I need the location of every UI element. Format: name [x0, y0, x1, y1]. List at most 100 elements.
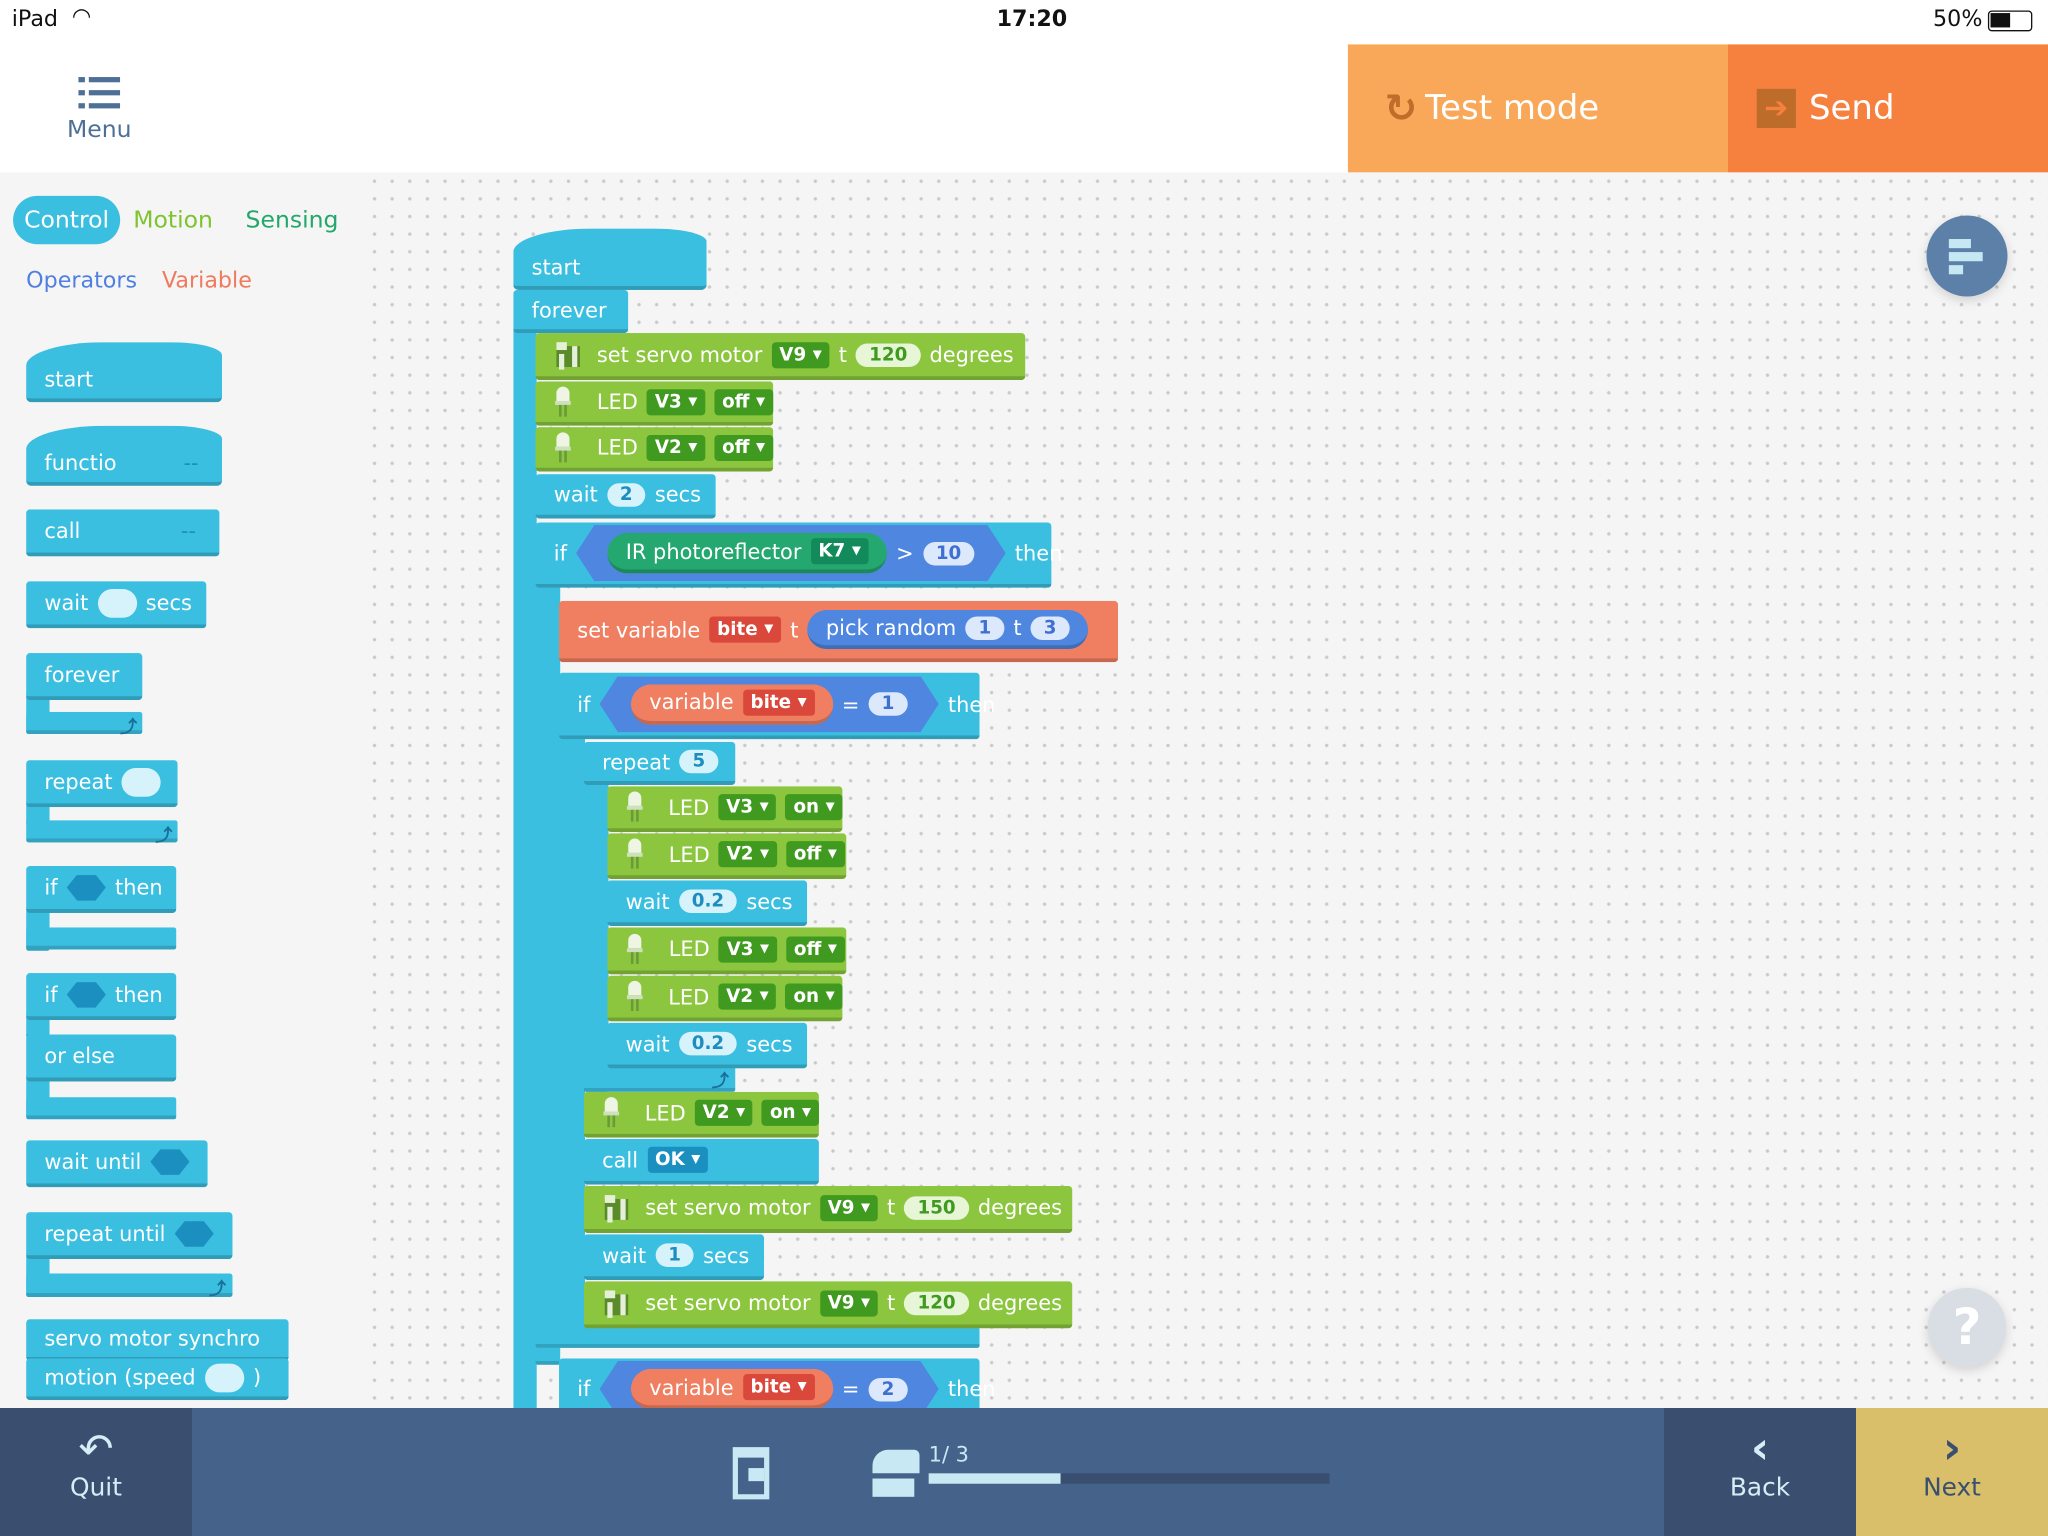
block-label: t [887, 1290, 896, 1316]
dropdown[interactable]: V3▼ [718, 794, 777, 821]
number-input[interactable]: 0.2 [678, 889, 738, 913]
dropdown[interactable]: bite▼ [743, 1374, 815, 1400]
menu-button[interactable]: Menu [52, 76, 146, 144]
dropdown[interactable]: V2▼ [718, 983, 777, 1010]
dropdown[interactable]: V2▼ [718, 841, 777, 868]
script-block[interactable]: forever [513, 289, 629, 334]
help-button[interactable]: ? [1927, 1287, 2007, 1367]
dropdown[interactable]: bite▼ [743, 689, 815, 715]
number-input[interactable]: 2 [869, 1377, 908, 1401]
dropdown[interactable]: V3▼ [718, 935, 777, 962]
category-operators[interactable]: Operators [26, 267, 138, 294]
boolean-slot[interactable] [174, 1220, 214, 1247]
quit-button[interactable]: ↶ Quit [0, 1407, 192, 1536]
category-motion[interactable]: Motion [133, 206, 213, 234]
palette-block[interactable]: motion (speed) [26, 1358, 289, 1401]
palette-block[interactable]: servo motor synchro [26, 1319, 289, 1361]
palette-block[interactable]: repeat [26, 760, 178, 808]
number-input[interactable]: 10 [923, 541, 975, 565]
number-input[interactable]: 3 [1030, 615, 1070, 640]
next-button[interactable]: › Next [1855, 1407, 2048, 1536]
number-input[interactable] [97, 588, 137, 618]
number-input[interactable]: 2 [606, 482, 646, 507]
dropdown[interactable]: off▼ [786, 935, 845, 962]
number-input[interactable]: 1 [655, 1243, 695, 1267]
number-input[interactable]: 150 [904, 1195, 969, 1220]
test-mode-button[interactable]: ↻ Test mode [1347, 44, 1728, 173]
caret-down-icon: ▼ [851, 544, 861, 558]
number-input[interactable]: 0.2 [678, 1031, 738, 1056]
number-input[interactable] [121, 767, 161, 797]
category-variable[interactable]: Variable [161, 267, 252, 294]
category-control[interactable]: Control [13, 195, 121, 245]
dropdown[interactable]: on▼ [785, 983, 843, 1010]
palette-block[interactable]: or else [26, 1034, 177, 1082]
boolean-slot[interactable] [150, 1148, 190, 1175]
palette-block[interactable]: call-- [26, 509, 220, 557]
dropdown[interactable]: off▼ [786, 841, 845, 868]
send-button[interactable]: ➔ Send [1727, 44, 2048, 173]
number-input[interactable]: 1 [965, 615, 1005, 640]
back-button[interactable]: ‹ Back [1663, 1407, 1856, 1536]
dropdown[interactable]: V9▼ [771, 341, 830, 368]
script-block[interactable]: start [513, 228, 707, 290]
dropdown[interactable]: V2▼ [646, 434, 706, 461]
dropdown[interactable]: OK▼ [647, 1146, 709, 1173]
boolean-slot[interactable] [66, 874, 106, 901]
align-blocks-button[interactable] [1926, 215, 2008, 297]
dropdown[interactable]: on▼ [762, 1099, 819, 1126]
number-input[interactable]: 120 [904, 1291, 969, 1315]
palette-block[interactable]: wait until [26, 1140, 208, 1188]
number-input[interactable]: 120 [856, 342, 921, 367]
category-sensing[interactable]: Sensing [245, 206, 339, 234]
dropdown[interactable]: V9▼ [819, 1194, 878, 1221]
palette-block[interactable]: start [26, 342, 223, 403]
dropdown[interactable]: off▼ [714, 434, 773, 461]
dropdown[interactable]: V3▼ [646, 388, 706, 415]
block-label: > [896, 540, 914, 566]
palette-block[interactable]: forever [26, 653, 143, 701]
boolean-slot[interactable] [66, 981, 106, 1008]
dropdown[interactable]: K7▼ [811, 538, 869, 564]
number-input[interactable]: 1 [869, 692, 908, 716]
dropdown[interactable]: off▼ [714, 388, 773, 415]
dropdown[interactable]: on▼ [785, 794, 843, 821]
dropdown[interactable]: V9▼ [819, 1289, 878, 1316]
number-input[interactable] [204, 1362, 244, 1392]
palette-block[interactable]: functio-- [26, 425, 223, 486]
palette-block[interactable]: repeat until [26, 1212, 233, 1260]
dropdown[interactable]: bite▼ [709, 616, 782, 643]
dropdown[interactable]: V2▼ [694, 1099, 753, 1126]
number-input[interactable]: 5 [679, 749, 719, 774]
